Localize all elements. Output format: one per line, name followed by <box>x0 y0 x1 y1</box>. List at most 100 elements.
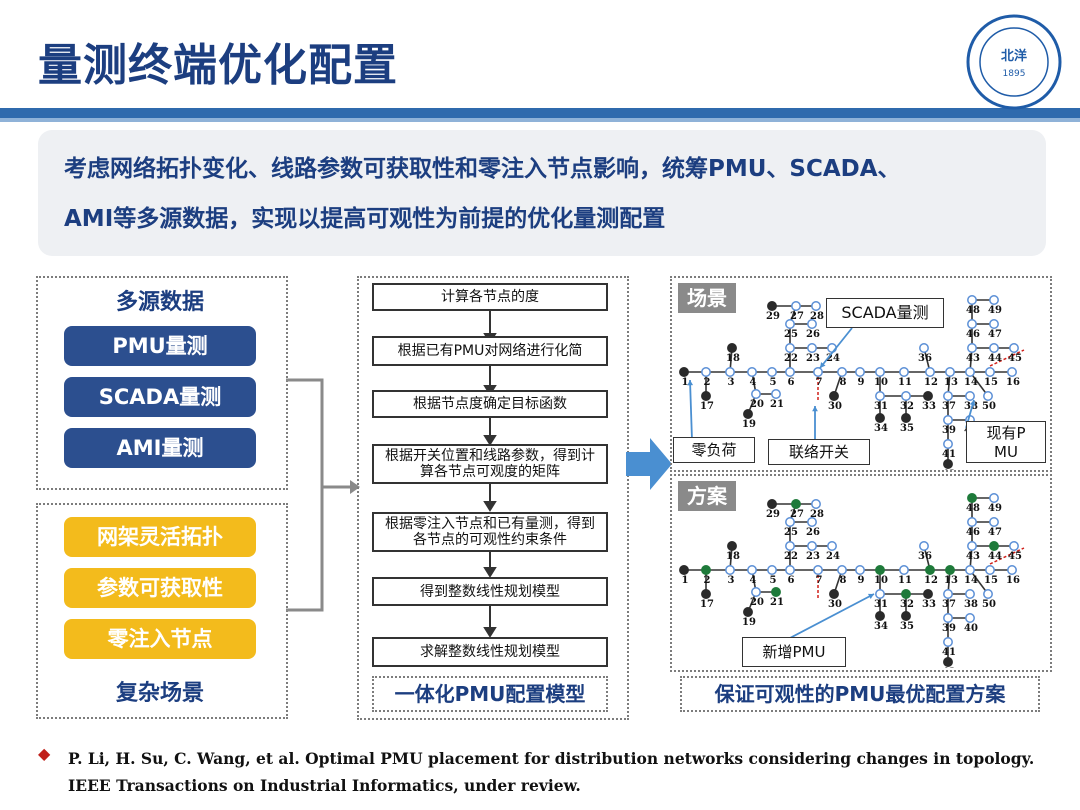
network-node <box>875 391 885 401</box>
node-number-label: 4 <box>750 377 757 388</box>
network-node <box>983 391 993 401</box>
network-node <box>965 613 975 623</box>
network-node <box>943 459 953 469</box>
step-2: 根据已有PMU对网络进行化简 <box>372 336 608 366</box>
node-number-label: 7 <box>816 575 823 586</box>
network-node <box>989 541 999 551</box>
network-node <box>855 565 865 575</box>
network-node <box>747 367 757 377</box>
big-right-arrow <box>626 438 672 490</box>
network-node <box>943 391 953 401</box>
network-node <box>767 565 777 575</box>
node-number-label: 6 <box>788 575 795 586</box>
network-node <box>875 413 885 423</box>
node-number-label: 21 <box>770 399 784 410</box>
node-number-label: 13 <box>944 575 958 586</box>
callout-arrowhead <box>812 406 818 412</box>
network-node <box>827 541 837 551</box>
network-node <box>875 589 885 599</box>
network-node <box>785 517 795 527</box>
step-1: 计算各节点的度 <box>372 283 608 311</box>
step-6: 得到整数线性规划模型 <box>372 577 608 606</box>
node-number-label: 32 <box>900 401 914 412</box>
zero-load-callout: 零负荷 <box>673 437 755 463</box>
node-number-label: 25 <box>784 329 798 340</box>
network-node <box>989 295 999 305</box>
node-number-label: 39 <box>942 425 956 436</box>
network-node <box>989 319 999 329</box>
node-number-label: 35 <box>900 423 914 434</box>
node-number-label: 49 <box>988 503 1002 514</box>
network-node <box>945 565 955 575</box>
network-node <box>747 565 757 575</box>
node-number-label: 15 <box>984 377 998 388</box>
network-node <box>965 589 975 599</box>
node-number-label: 42 <box>942 469 956 470</box>
network-node <box>751 389 761 399</box>
node-number-label: 27 <box>790 311 804 322</box>
network-node <box>943 415 953 425</box>
network-node <box>989 493 999 503</box>
network-node <box>985 565 995 575</box>
network-node <box>807 319 817 329</box>
callout-arrowhead <box>820 362 826 368</box>
network-node <box>725 565 735 575</box>
node-number-label: 29 <box>766 311 780 322</box>
network-node <box>901 413 911 423</box>
node-number-label: 45 <box>1008 551 1022 562</box>
new-pmu-callout: 新增PMU <box>742 637 846 667</box>
flexible-topology-pill: 网架灵活拓扑 <box>64 517 256 557</box>
network-node <box>919 541 929 551</box>
network-node <box>785 367 795 377</box>
tie-line <box>989 547 1025 565</box>
node-number-label: 43 <box>966 353 980 364</box>
network-node <box>967 517 977 527</box>
network-node <box>899 367 909 377</box>
step-4: 根据开关位置和线路参数，得到计算各节点可观度的矩阵 <box>372 444 608 484</box>
svg-text:北洋: 北洋 <box>1001 48 1027 64</box>
network-node <box>899 565 909 575</box>
node-number-label: 23 <box>806 551 820 562</box>
node-number-label: 20 <box>750 597 764 608</box>
network-node <box>967 319 977 329</box>
network-node <box>985 367 995 377</box>
node-number-label: 22 <box>784 353 798 364</box>
network-node <box>875 367 885 377</box>
title-divider <box>0 108 1080 118</box>
callout-pointer <box>819 327 853 369</box>
pmu-measure-pill: PMU量测 <box>64 326 256 366</box>
network-node <box>875 565 885 575</box>
step-5: 根据零注入节点和已有量测，得到各节点的可观性约束条件 <box>372 512 608 552</box>
network-node <box>701 391 711 401</box>
node-number-label: 17 <box>700 599 714 610</box>
reference-text: P. Li, H. Su, C. Wang, et al. Optimal PM… <box>68 749 1035 795</box>
node-number-label: 26 <box>806 527 820 538</box>
step-3: 根据节点度确定目标函数 <box>372 390 608 418</box>
node-number-label: 31 <box>874 401 888 412</box>
network-node <box>701 565 711 575</box>
network-node <box>967 493 977 503</box>
scene-panel <box>670 276 1052 472</box>
network-node <box>743 607 753 617</box>
callout-arrowhead <box>969 400 976 406</box>
node-number-label: 8 <box>840 575 847 586</box>
network-node <box>925 367 935 377</box>
node-number-label: 18 <box>726 551 740 562</box>
scene-tag: 场景 <box>678 283 736 313</box>
callout-arrowhead <box>868 593 874 599</box>
network-node <box>785 541 795 551</box>
bullet-icon: ◆ <box>38 744 51 763</box>
flow-arrows <box>483 310 497 638</box>
node-number-label: 48 <box>966 305 980 316</box>
network-node <box>767 367 777 377</box>
node-number-label: 21 <box>770 597 784 608</box>
node-number-label: 3 <box>728 377 735 388</box>
network-node <box>943 589 953 599</box>
node-number-label: 10 <box>874 575 888 586</box>
network-node <box>901 589 911 599</box>
network-node <box>943 613 953 623</box>
node-number-label: 14 <box>964 377 978 388</box>
network-node <box>925 565 935 575</box>
page-title: 量测终端优化配置 <box>38 40 398 91</box>
network-node <box>679 565 689 575</box>
